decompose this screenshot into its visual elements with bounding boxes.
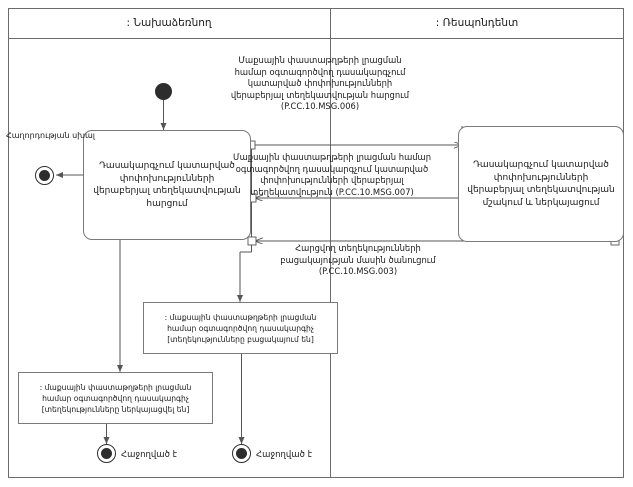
message-label-msg-006: Մաքսային փաստաթղթերի լրացման համար օգտագ… xyxy=(230,55,410,111)
message-label-msg-007: Մաքսային փաստաթղթերի լրացման համար օգտագ… xyxy=(232,152,432,197)
activity-process-and-present-information[interactable]: Դասակարգչում կատարված փոփոխությունների վ… xyxy=(458,126,624,242)
activity-request-information[interactable]: Դասակարգչում կատարված փոփոխությունների վ… xyxy=(83,130,251,240)
final-node-label-success-right: Հաջողված է xyxy=(256,450,312,460)
swimlane-title-respondent: : Ռեսպոնդենտ xyxy=(435,17,519,29)
final-node-label-success-left: Հաջողված է xyxy=(121,450,177,460)
swimlane-header-rule xyxy=(8,38,624,39)
swimlane-divider xyxy=(330,8,331,478)
final-node-label-transmission-error: Հաղորդության սխալ xyxy=(6,131,95,140)
initial-node xyxy=(155,83,172,100)
final-node-success-right xyxy=(232,444,251,463)
object-node-information-provided[interactable]: : մաքսային փաստաթղթերի լրացման համար օգտ… xyxy=(18,372,213,424)
object-node-information-absent[interactable]: : մաքսային փաստաթղթերի լրացման համար օգտ… xyxy=(143,302,338,354)
message-label-msg-003: Հարցվող տեղեկությունների բացակայության մ… xyxy=(280,243,436,276)
final-node-transmission-error xyxy=(35,166,54,185)
final-node-success-left xyxy=(97,444,116,463)
swimlane-title-initiator: : Նախաձեռնող xyxy=(126,17,212,29)
